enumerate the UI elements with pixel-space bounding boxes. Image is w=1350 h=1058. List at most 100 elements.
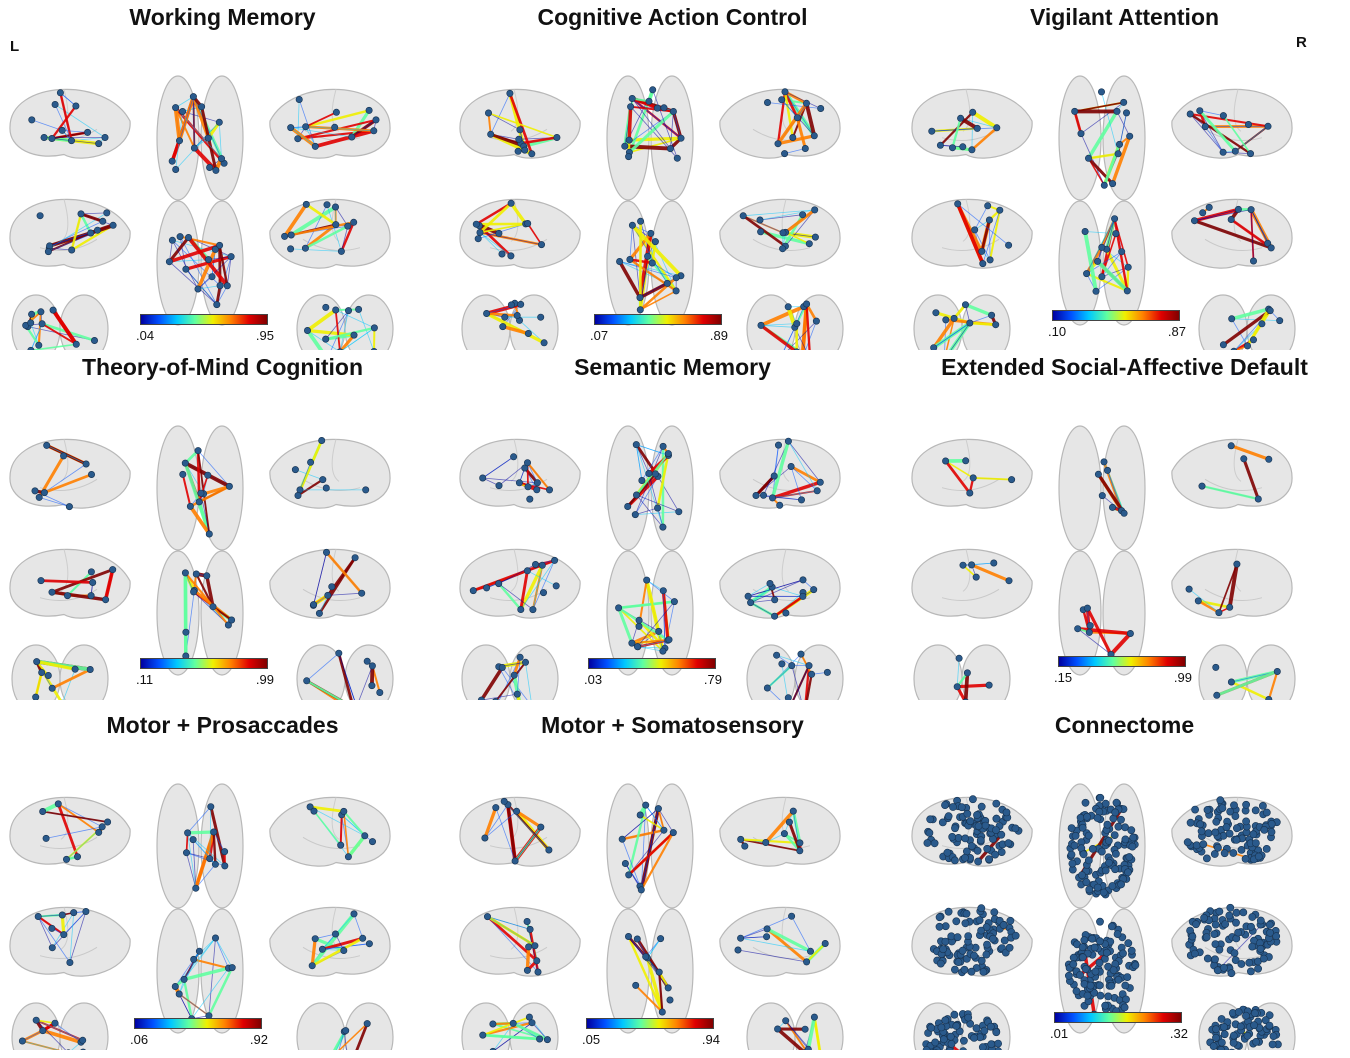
region-node bbox=[933, 310, 939, 316]
region-node bbox=[781, 150, 787, 156]
region-node bbox=[615, 605, 621, 611]
region-node bbox=[198, 104, 204, 110]
region-node bbox=[1082, 799, 1089, 806]
region-node bbox=[654, 505, 660, 511]
region-node bbox=[1263, 809, 1270, 816]
region-node bbox=[1250, 831, 1257, 838]
region-node bbox=[68, 137, 74, 143]
region-node bbox=[960, 144, 966, 150]
region-node bbox=[517, 654, 523, 660]
region-node bbox=[166, 259, 172, 265]
region-node bbox=[670, 829, 676, 835]
region-node bbox=[1186, 586, 1192, 592]
region-node bbox=[1267, 307, 1273, 313]
region-node bbox=[671, 598, 677, 604]
region-node bbox=[1249, 913, 1256, 920]
region-node bbox=[994, 125, 1000, 131]
region-node bbox=[1222, 921, 1229, 928]
brain-network-views bbox=[450, 708, 895, 1050]
region-node bbox=[991, 909, 998, 916]
region-node bbox=[1211, 956, 1218, 963]
region-node bbox=[1109, 504, 1115, 510]
region-node bbox=[83, 461, 89, 467]
region-node bbox=[46, 243, 52, 249]
left-lateral-view bbox=[912, 439, 1032, 508]
region-node bbox=[660, 524, 666, 530]
region-node bbox=[172, 104, 178, 110]
colorbar-min-label: .04 bbox=[136, 328, 154, 343]
region-node bbox=[316, 610, 322, 616]
region-node bbox=[63, 856, 69, 862]
region-node bbox=[364, 658, 370, 664]
region-node bbox=[991, 560, 997, 566]
region-node bbox=[1266, 696, 1272, 700]
region-node bbox=[648, 230, 654, 236]
region-node bbox=[774, 1026, 780, 1032]
region-node bbox=[773, 652, 779, 658]
region-node bbox=[637, 218, 643, 224]
region-node bbox=[1247, 923, 1254, 930]
region-node bbox=[307, 459, 313, 465]
region-node bbox=[323, 485, 329, 491]
anterior-view bbox=[914, 645, 1010, 700]
region-node bbox=[644, 577, 650, 583]
region-node bbox=[660, 443, 666, 449]
region-node bbox=[968, 968, 975, 975]
region-node bbox=[993, 800, 1000, 807]
region-node bbox=[785, 304, 791, 310]
region-node bbox=[324, 202, 330, 208]
region-node bbox=[55, 801, 61, 807]
region-node bbox=[78, 211, 84, 217]
region-node bbox=[1125, 940, 1132, 947]
region-node bbox=[341, 947, 347, 953]
region-node bbox=[71, 909, 77, 915]
colorbar: .03 .79 bbox=[588, 658, 716, 669]
region-node bbox=[799, 212, 805, 218]
region-node bbox=[366, 941, 372, 947]
region-node bbox=[995, 1040, 1002, 1047]
region-node bbox=[1220, 964, 1227, 971]
region-node bbox=[1070, 954, 1077, 961]
region-node bbox=[742, 843, 748, 849]
region-node bbox=[1130, 834, 1137, 841]
superior-view bbox=[1059, 784, 1145, 908]
region-node bbox=[811, 133, 817, 139]
region-node bbox=[363, 487, 369, 493]
region-node bbox=[1100, 889, 1107, 896]
right-medial-view bbox=[270, 907, 390, 976]
region-node bbox=[371, 128, 377, 134]
region-node bbox=[72, 666, 78, 672]
inferior-view bbox=[607, 551, 693, 675]
region-node bbox=[1192, 806, 1199, 813]
superior-view bbox=[157, 784, 243, 908]
region-node bbox=[40, 808, 46, 814]
region-node bbox=[1266, 456, 1272, 462]
region-node bbox=[659, 1009, 665, 1015]
region-node bbox=[1109, 180, 1115, 186]
region-node bbox=[369, 682, 375, 688]
region-node bbox=[208, 804, 214, 810]
connection-edge bbox=[341, 815, 342, 845]
region-node bbox=[1261, 826, 1268, 833]
region-node bbox=[529, 1020, 535, 1026]
region-node bbox=[369, 838, 375, 844]
region-node bbox=[643, 802, 649, 808]
region-node bbox=[182, 460, 188, 466]
region-node bbox=[817, 479, 823, 485]
connection-edge bbox=[629, 107, 630, 140]
region-node bbox=[1233, 836, 1240, 843]
region-node bbox=[794, 320, 800, 326]
region-node bbox=[210, 604, 216, 610]
region-node bbox=[1189, 933, 1196, 940]
region-node bbox=[1227, 604, 1233, 610]
region-node bbox=[1203, 855, 1210, 862]
connection-edge bbox=[970, 323, 996, 325]
region-node bbox=[371, 325, 377, 331]
region-node bbox=[1201, 914, 1208, 921]
region-node bbox=[52, 101, 58, 107]
region-node bbox=[969, 147, 975, 153]
region-node bbox=[1008, 476, 1014, 482]
colorbar-max-label: .95 bbox=[256, 328, 274, 343]
region-node bbox=[1102, 867, 1109, 874]
region-node bbox=[508, 253, 514, 259]
